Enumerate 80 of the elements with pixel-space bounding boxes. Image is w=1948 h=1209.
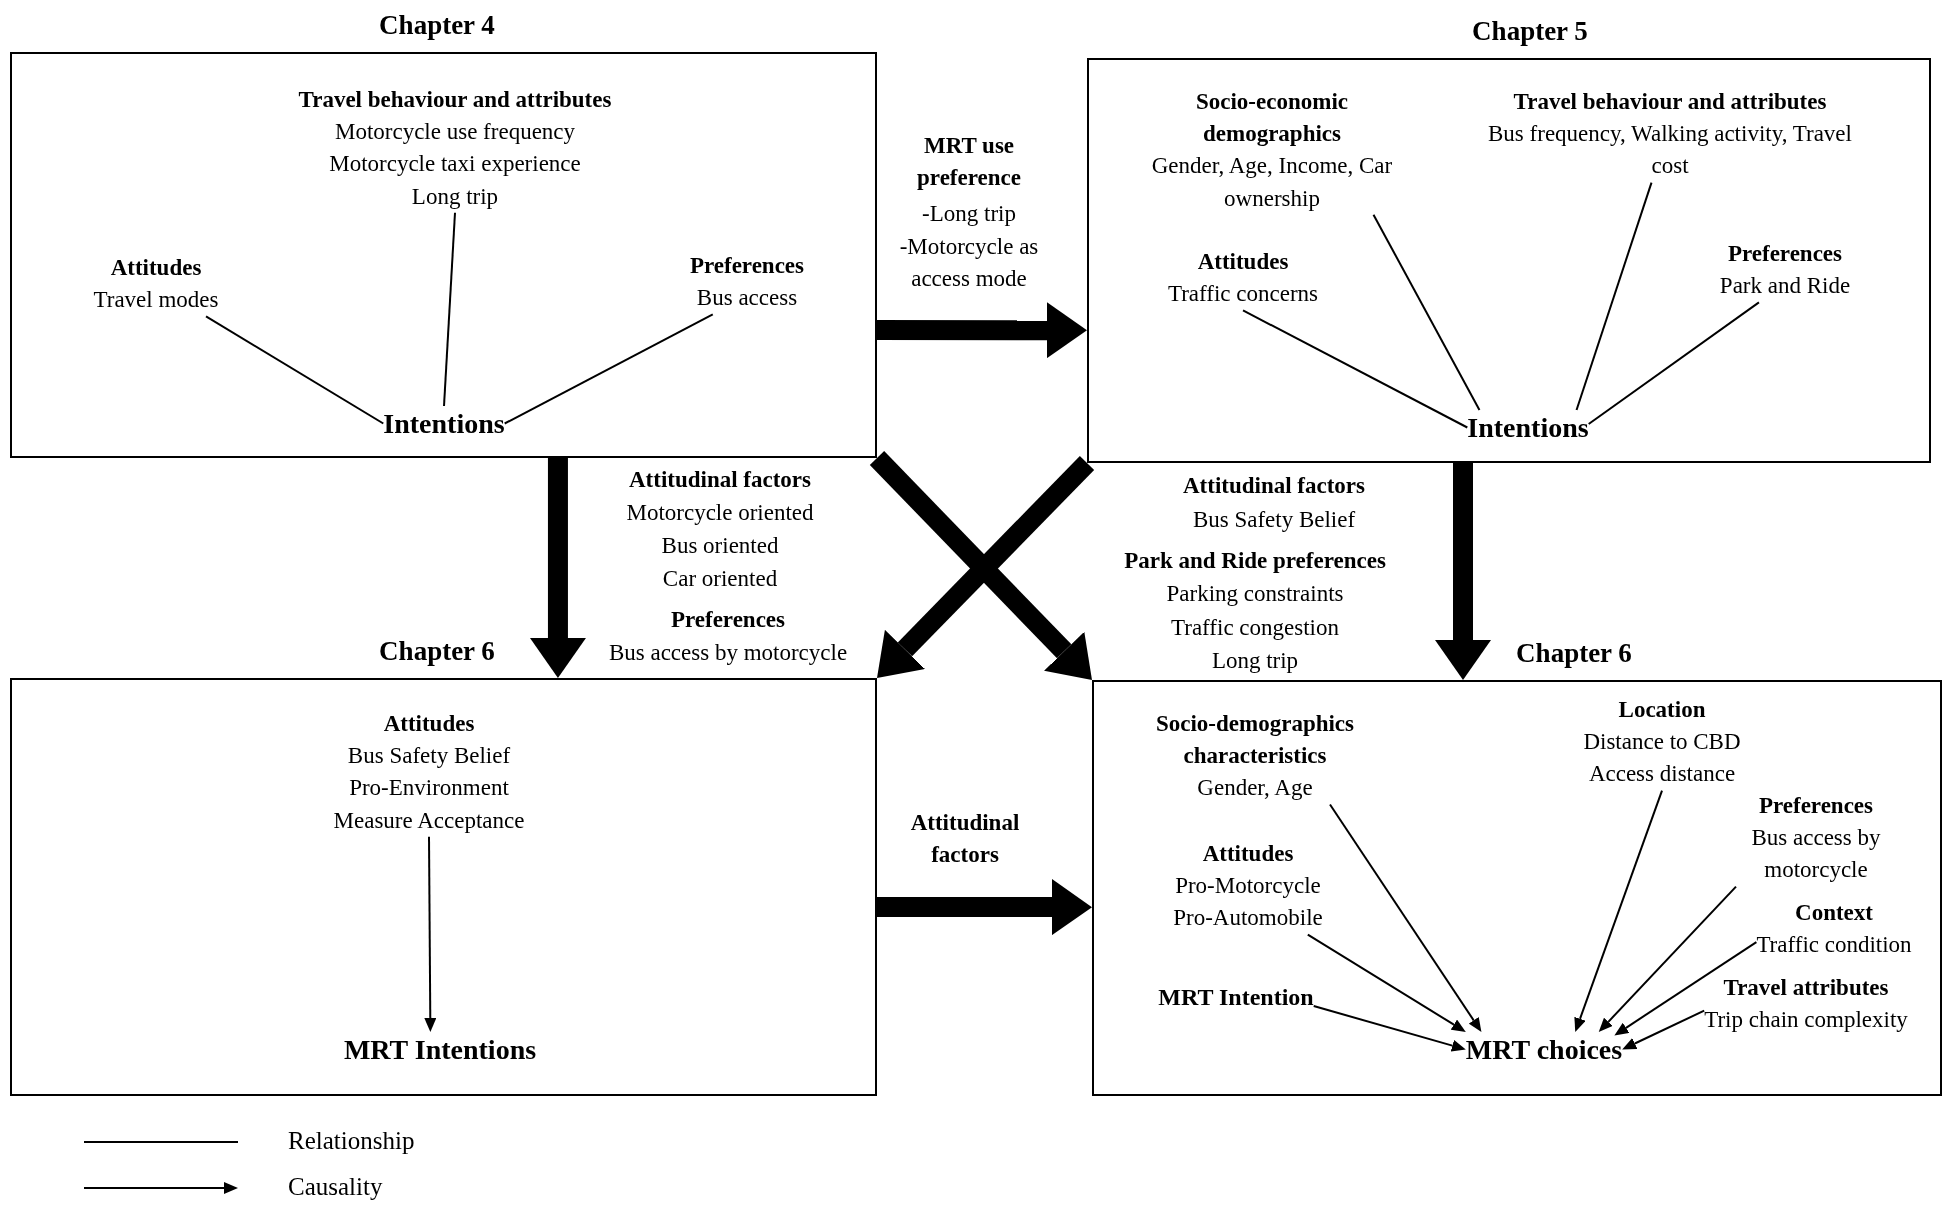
factor-heading: Context xyxy=(1794,899,1874,927)
factor-item: Gender, Age xyxy=(1196,774,1314,803)
chapter-heading: Chapter 6 xyxy=(1516,637,1632,670)
factor-heading: Preferences xyxy=(689,252,805,280)
factor-item: Distance to CBD xyxy=(1583,728,1741,757)
relationship-line xyxy=(1372,213,1481,411)
factor-item: Traffic condition xyxy=(1756,931,1912,960)
factor-heading: Location xyxy=(1617,696,1707,724)
chapter-heading: Chapter 5 xyxy=(1472,15,1588,48)
edge-label: Attitudinal factors xyxy=(909,809,1021,870)
factor-item: -Motorcycle as access mode xyxy=(898,233,1040,294)
legend-text: Relationship xyxy=(288,1126,415,1156)
factor-item: Gender, Age, Income, Car ownership xyxy=(1150,152,1394,213)
factor-heading: Attitudes xyxy=(1201,840,1295,868)
causal-arrow xyxy=(1614,941,1758,1036)
factor-heading: Travel behaviour and attributes xyxy=(1512,88,1828,116)
factor-item: Long trip xyxy=(410,182,500,211)
causal-arrow xyxy=(877,302,1087,359)
causal-arrow xyxy=(529,458,586,678)
factor-item: Bus Safety Belief xyxy=(1192,506,1356,534)
causal-arrow xyxy=(877,879,1092,936)
factor-item: Bus access by motorcycle xyxy=(1750,824,1882,885)
relationship-line xyxy=(503,313,714,425)
factor-heading: MRT use preference xyxy=(916,132,1022,193)
factor-item: Pro-Automobile xyxy=(1173,904,1323,933)
causal-arrow xyxy=(1312,1005,1466,1052)
factor-item: Bus access by motorcycle xyxy=(608,639,848,667)
relationship-line xyxy=(1587,301,1760,425)
factor-heading: Attitudinal factors xyxy=(1182,472,1366,500)
factor-item: Measure Acceptance xyxy=(333,806,525,835)
relationship-line xyxy=(1242,309,1469,429)
factor-heading: Preferences xyxy=(1726,240,1844,268)
factor-item: Pro-Environment xyxy=(348,774,510,803)
factor-item: Motorcycle use frequency xyxy=(333,118,577,147)
factor-heading: Attitudinal factors xyxy=(628,466,812,494)
outcome-label: Intentions xyxy=(1467,410,1589,445)
chapter-heading: Chapter 4 xyxy=(379,9,495,42)
factor-heading: Socio-demographics characteristics xyxy=(1154,710,1356,771)
factor-item: Bus frequency, Walking activity, Travel cost xyxy=(1487,120,1853,181)
factor-item: Parking constraints xyxy=(1166,580,1344,608)
causal-arrow xyxy=(1622,1009,1706,1050)
relationship-line xyxy=(205,315,385,425)
factor-item: Access distance xyxy=(1587,760,1737,789)
causal-arrow xyxy=(1435,463,1491,680)
factor-heading: Attitudes xyxy=(1196,248,1290,276)
factor-item: -Long trip xyxy=(922,200,1016,228)
factor-item: Trip chain complexity xyxy=(1704,1006,1908,1035)
legend-text: Causality xyxy=(288,1172,383,1202)
causal-arrow xyxy=(1329,803,1482,1032)
factor-item: Motorcycle taxi experience xyxy=(328,150,582,179)
factor-item: Park and Ride xyxy=(1719,272,1851,301)
outcome-label: MRT Intentions xyxy=(343,1032,537,1067)
factor-item: Traffic congestion xyxy=(1171,614,1339,642)
factor-heading: Attitudes xyxy=(109,254,203,282)
factor-item: Motorcycle oriented xyxy=(626,499,814,527)
factor-item: Long trip xyxy=(1211,647,1299,675)
factor-heading: Travel attributes xyxy=(1722,974,1890,1002)
factor-heading: Preferences xyxy=(670,606,786,634)
factor-item: Bus access xyxy=(695,284,799,313)
factor-item: Traffic concerns xyxy=(1167,280,1319,309)
factor-item: Car oriented xyxy=(662,565,778,593)
factor-heading: Travel behaviour and attributes xyxy=(298,86,612,114)
factor-heading: Preferences xyxy=(1757,792,1875,820)
factor-item: Bus Safety Belief xyxy=(346,742,512,771)
causal-arrow xyxy=(424,835,437,1032)
chapter-heading: Chapter 6 xyxy=(379,635,495,668)
factor-item: Bus oriented xyxy=(661,532,779,560)
causal-arrow xyxy=(1598,885,1737,1032)
factor-item: Pro-Motorcycle xyxy=(1174,872,1322,901)
causal-arrow xyxy=(1306,933,1466,1032)
factor-heading: Socio-economic demographics xyxy=(1195,88,1349,149)
outcome-label: Intentions xyxy=(383,406,505,441)
outcome-label: MRT choices xyxy=(1465,1032,1623,1067)
relationship-line xyxy=(1575,181,1653,411)
factor-heading: Attitudes xyxy=(382,710,476,738)
causal-arrow xyxy=(1574,789,1663,1032)
factor-item: Travel modes xyxy=(93,286,219,315)
factor-heading: Park and Ride preferences xyxy=(1124,547,1386,575)
relationship-line xyxy=(443,211,456,407)
outcome-label: MRT Intention xyxy=(1158,982,1314,1012)
